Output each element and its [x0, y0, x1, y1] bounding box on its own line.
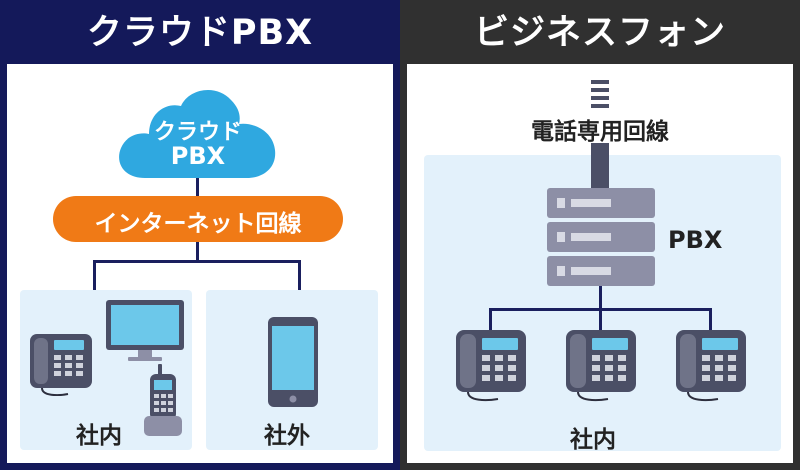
external-label: 社外	[264, 423, 310, 449]
pbx-label: PBX	[668, 226, 723, 254]
connector-pbx-down	[599, 286, 602, 310]
cloud-icon	[119, 89, 276, 178]
business-phone-title: ビジネスフォン	[473, 13, 726, 53]
internet-line-pill	[53, 196, 343, 242]
dedicated-line-cable	[591, 143, 609, 188]
line-stub-icon	[591, 80, 609, 108]
dedicated-line-label: 電話専用回線	[531, 119, 669, 145]
desk-phone-icon	[30, 334, 92, 396]
connector-cloud-internet	[196, 178, 199, 198]
connector-phone-3	[709, 308, 712, 330]
connector-to-internal	[93, 260, 96, 290]
monitor-icon	[106, 300, 184, 361]
internet-line-label: インターネット回線	[94, 211, 302, 237]
cordless-phone-icon	[144, 364, 182, 436]
connector-internet-horizontal	[93, 260, 301, 263]
desk-phone-icon	[456, 330, 526, 402]
desk-phone-icon	[566, 330, 636, 402]
desk-phone-icon	[676, 330, 746, 402]
pbx-server-icon	[547, 188, 655, 286]
left-internal-label: 社内	[76, 423, 122, 449]
connector-phone-1	[489, 308, 492, 330]
right-internal-label: 社内	[570, 427, 616, 453]
cloud-pbx-title: クラウドPBX	[86, 13, 314, 53]
connector-internet-down	[196, 242, 199, 262]
smartphone-icon	[268, 317, 318, 407]
cloud-label-2: PBX	[170, 142, 226, 170]
connector-phone-2	[599, 308, 602, 330]
connector-to-external	[298, 260, 301, 290]
cloud-label-1: クラウド	[153, 120, 242, 145]
